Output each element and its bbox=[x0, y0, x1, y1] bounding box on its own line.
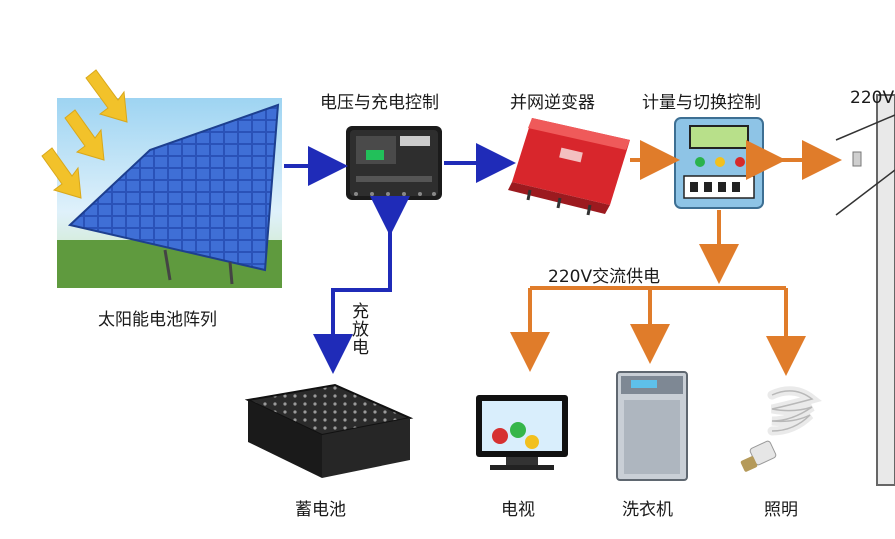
label-meter-switch: 计量与切换控制 bbox=[642, 93, 761, 113]
label-washer: 洗衣机 bbox=[622, 500, 673, 520]
label-battery: 蓄电池 bbox=[295, 500, 346, 520]
meter-switch-image bbox=[674, 117, 764, 209]
charge-controller-image bbox=[346, 126, 442, 200]
light-bulb-image bbox=[740, 386, 822, 472]
battery-image bbox=[244, 383, 414, 478]
label-inverter: 并网逆变器 bbox=[510, 93, 595, 113]
label-solar-array: 太阳能电池阵列 bbox=[98, 310, 217, 330]
label-charge-discharge: 充放电 bbox=[348, 302, 368, 356]
ac-flow-arrows bbox=[510, 140, 842, 376]
dc-flow-arrows bbox=[284, 143, 516, 374]
label-tv: 电视 bbox=[501, 500, 535, 520]
washing-machine-image bbox=[616, 371, 688, 481]
arrow-controller-battery bbox=[313, 196, 410, 374]
grid-pole-image bbox=[835, 94, 895, 486]
label-grid: 220V bbox=[850, 88, 895, 108]
label-ac-supply: 220V交流供电 bbox=[548, 267, 661, 287]
label-controller: 电压与充电控制 bbox=[320, 93, 439, 113]
inverter-image bbox=[508, 118, 630, 216]
solar-array-image bbox=[57, 98, 282, 288]
tv-image bbox=[476, 395, 568, 470]
label-lighting: 照明 bbox=[764, 500, 798, 520]
sun-arrow-icon bbox=[41, 69, 128, 199]
